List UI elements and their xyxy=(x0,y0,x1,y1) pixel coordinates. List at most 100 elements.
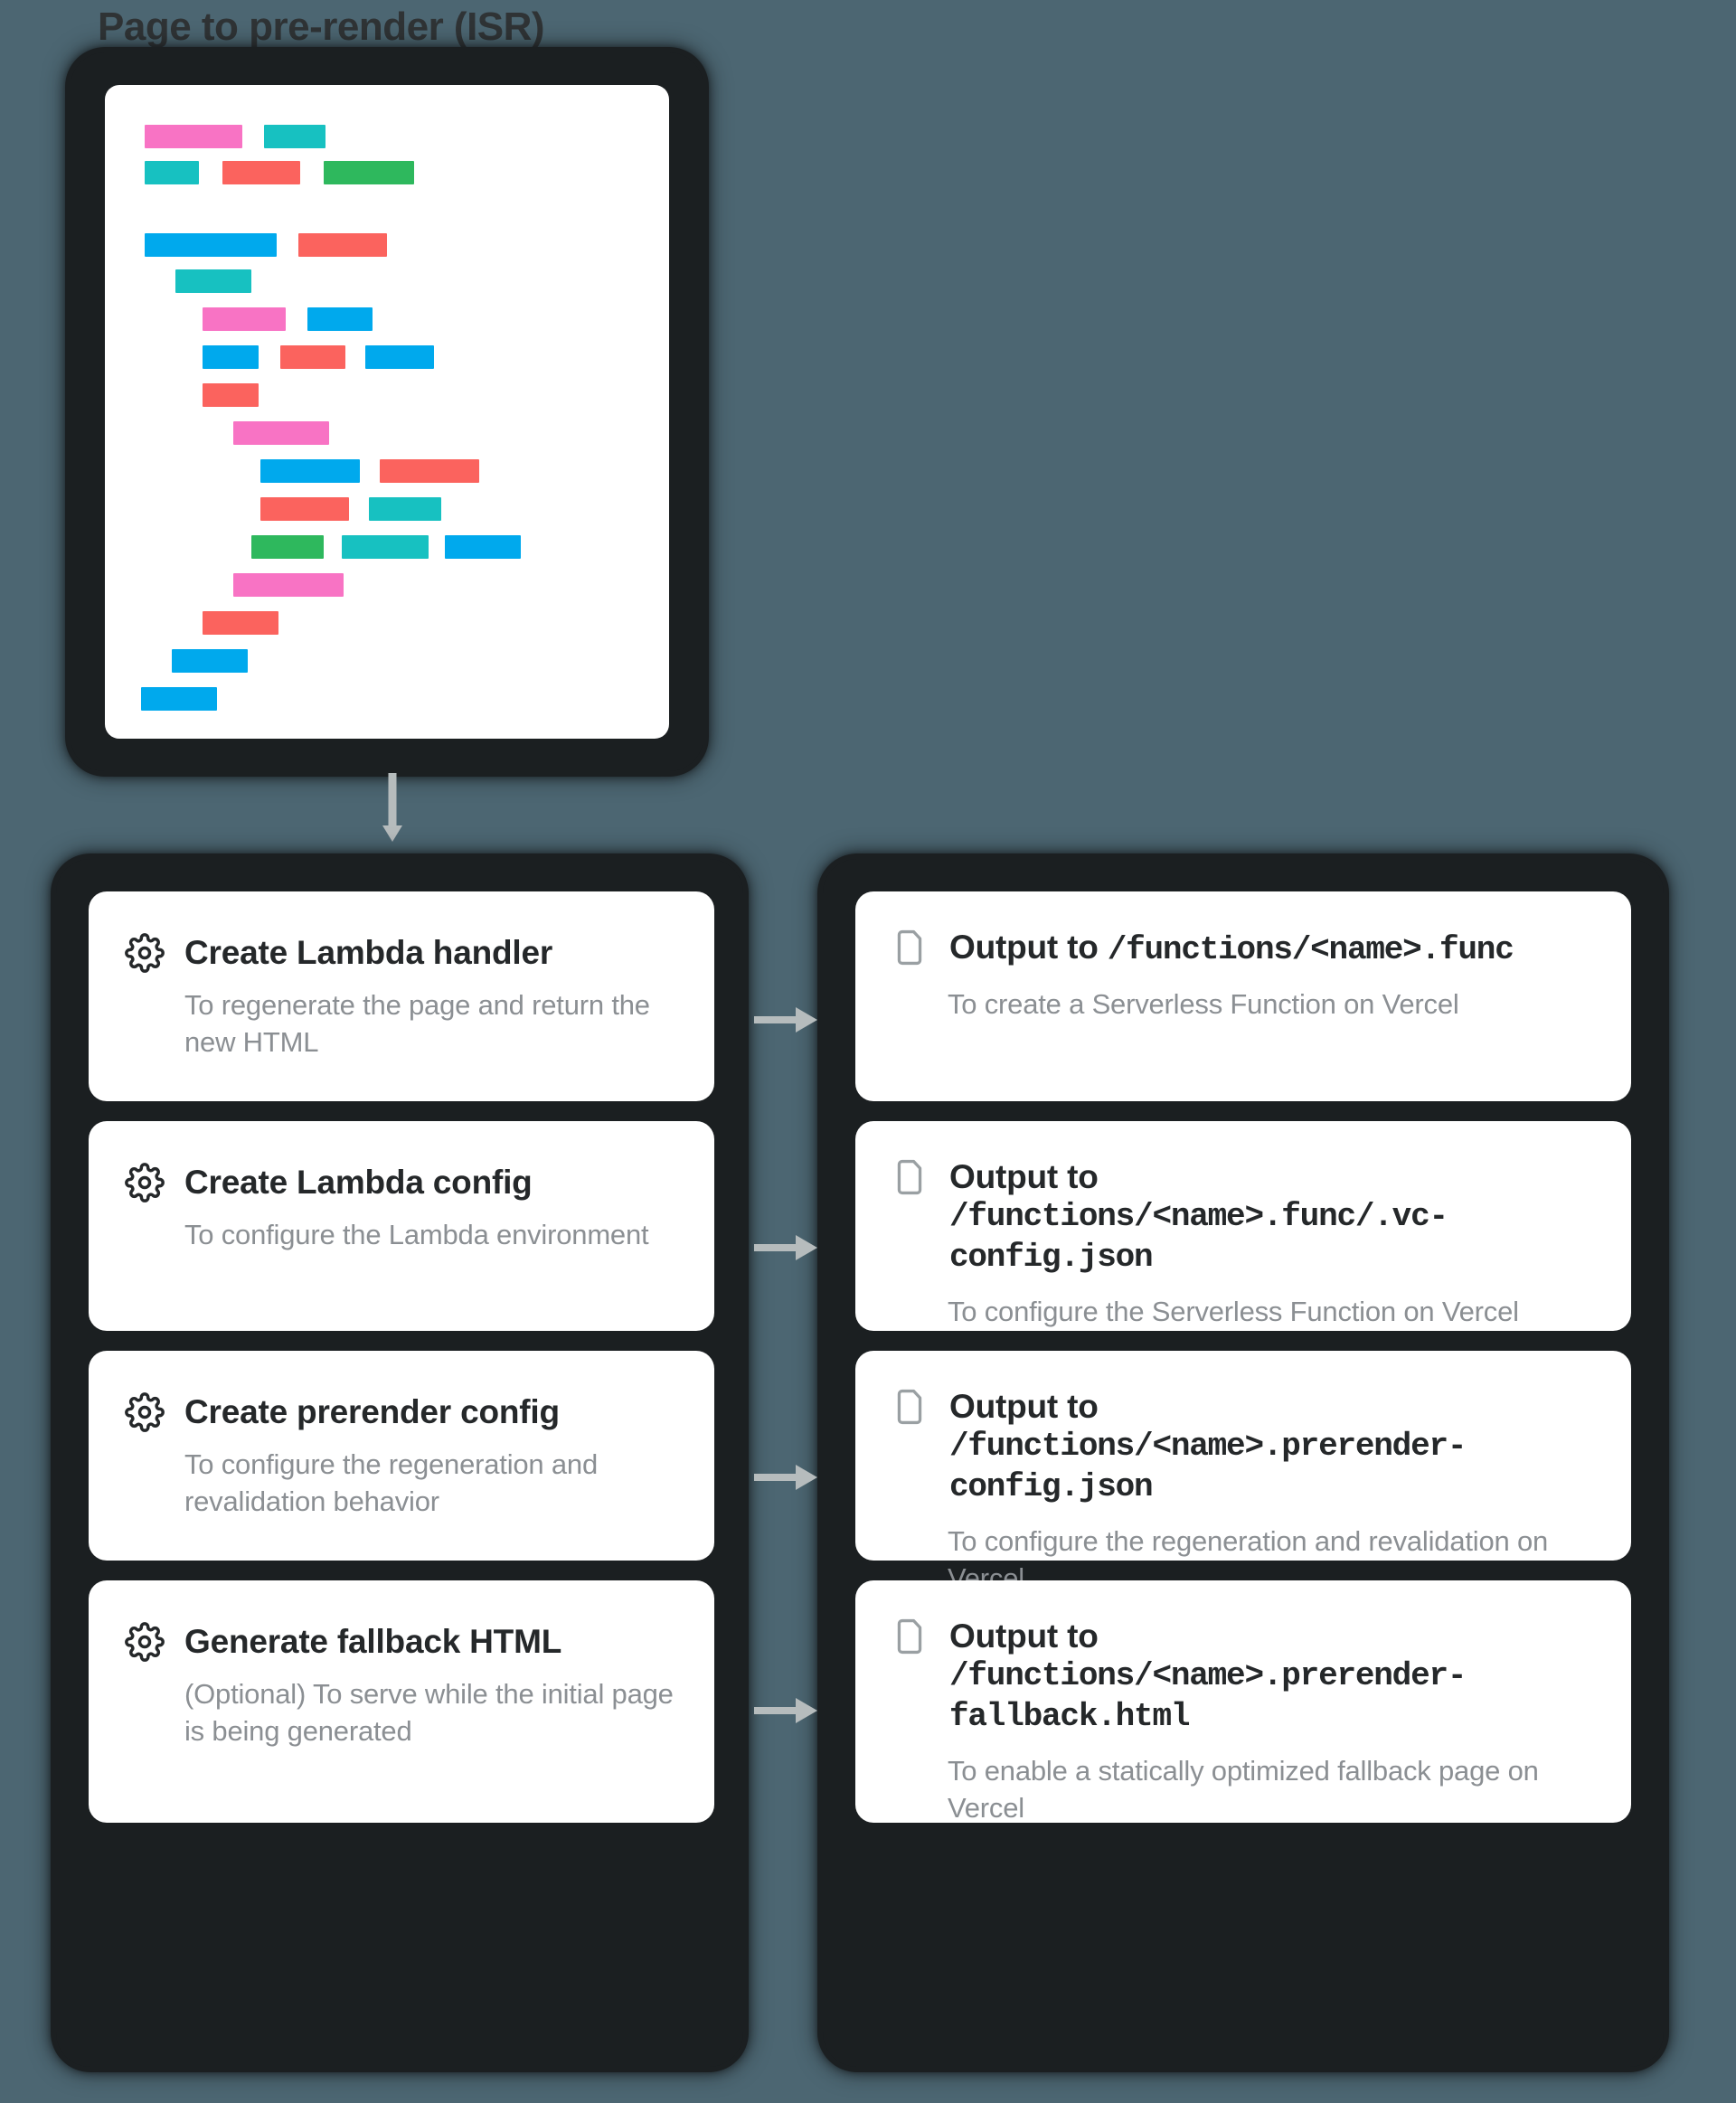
code-token-blue xyxy=(141,687,217,711)
output-description: To create a Serverless Function on Verce… xyxy=(948,988,1459,1021)
output-description: To configure the regeneration and revali… xyxy=(948,1525,1549,1594)
step-card[interactable]: Create Lambda handler To regenerate the … xyxy=(89,891,714,1101)
output-card[interactable]: Output to /functions/<name>.func To crea… xyxy=(855,891,1631,1101)
code-line xyxy=(260,459,479,483)
code-line xyxy=(172,649,248,673)
output-path: /functions/<name>.func xyxy=(1107,931,1514,968)
step-card[interactable]: Generate fallback HTML (Optional) To ser… xyxy=(89,1580,714,1823)
step-header: Create prerender config xyxy=(89,1351,714,1432)
output-path: /functions/<name>.func/.vc-config.json xyxy=(949,1198,1448,1276)
code-token-blue xyxy=(260,459,360,483)
code-token-blue xyxy=(203,345,259,369)
code-token-blue xyxy=(365,345,434,369)
code-line xyxy=(260,497,441,521)
code-token-blue xyxy=(145,233,277,257)
step-title: Generate fallback HTML xyxy=(184,1623,562,1660)
code-line xyxy=(203,611,278,635)
code-token-red xyxy=(222,161,300,184)
code-line xyxy=(145,161,414,184)
gear-icon xyxy=(125,1392,165,1432)
code-token-teal xyxy=(145,161,199,184)
step-card[interactable]: Create Lambda config To configure the La… xyxy=(89,1121,714,1331)
output-title: Output to /functions/<name>.prerender-co… xyxy=(949,1387,1600,1505)
file-icon xyxy=(890,928,929,967)
step-card[interactable]: Create prerender config To configure the… xyxy=(89,1351,714,1561)
gear-icon xyxy=(125,933,165,973)
output-card[interactable]: Output to /functions/<name>.prerender-fa… xyxy=(855,1580,1631,1824)
code-token-pink xyxy=(203,307,286,331)
file-icon xyxy=(890,1387,929,1427)
output-path: /functions/<name>.prerender-config.json xyxy=(949,1428,1467,1505)
code-line xyxy=(203,307,373,331)
code-token-teal xyxy=(369,497,441,521)
right-arrow xyxy=(752,1459,821,1495)
output-header: Output to /functions/<name>.prerender-fa… xyxy=(855,1580,1631,1735)
output-header: Output to /functions/<name>.func/.vc-con… xyxy=(855,1121,1631,1276)
code-line xyxy=(233,421,329,445)
step-description: To configure the regeneration and revali… xyxy=(184,1448,599,1517)
step-title: Create prerender config xyxy=(184,1393,560,1430)
code-gap xyxy=(349,497,369,521)
code-token-blue xyxy=(307,307,373,331)
code-line xyxy=(251,535,521,559)
output-card[interactable]: Output to /functions/<name>.func/.vc-con… xyxy=(855,1121,1631,1331)
gear-icon xyxy=(125,1622,165,1662)
code-token-red xyxy=(203,611,278,635)
code-gap xyxy=(277,233,298,257)
output-description: To enable a statically optimized fallbac… xyxy=(948,1755,1539,1824)
output-title: Output to /functions/<name>.prerender-fa… xyxy=(949,1617,1600,1735)
step-header: Create Lambda handler xyxy=(89,891,714,973)
step-header: Create Lambda config xyxy=(89,1121,714,1202)
page-title: Page to pre-render (ISR) xyxy=(98,5,545,49)
code-gap xyxy=(300,161,324,184)
code-token-red xyxy=(380,459,479,483)
output-path: /functions/<name>.prerender-fallback.htm… xyxy=(949,1657,1467,1735)
file-icon xyxy=(890,1617,929,1656)
code-token-red xyxy=(280,345,345,369)
code-token-red xyxy=(260,497,349,521)
code-line xyxy=(141,687,217,711)
output-card[interactable]: Output to /functions/<name>.prerender-co… xyxy=(855,1351,1631,1594)
code-gap xyxy=(429,535,445,559)
right-arrow xyxy=(752,1230,821,1266)
step-title: Create Lambda config xyxy=(184,1164,533,1201)
code-card-frame xyxy=(71,52,703,771)
code-token-pink xyxy=(233,421,329,445)
output-prefix: Output to xyxy=(949,1158,1099,1195)
code-token-red xyxy=(203,383,259,407)
code-token-blue xyxy=(172,649,248,673)
code-gap xyxy=(199,161,222,184)
output-prefix: Output to xyxy=(949,1617,1099,1655)
code-token-green xyxy=(324,161,414,184)
code-token-red xyxy=(298,233,387,257)
output-title: Output to /functions/<name>.func/.vc-con… xyxy=(949,1157,1600,1276)
code-line xyxy=(175,269,251,293)
output-prefix: Output to xyxy=(949,929,1108,966)
step-title: Create Lambda handler xyxy=(184,934,553,971)
code-token-blue xyxy=(445,535,521,559)
code-gap xyxy=(259,345,280,369)
output-header: Output to /functions/<name>.func xyxy=(855,891,1631,968)
code-token-green xyxy=(251,535,324,559)
step-description: To configure the Lambda environment xyxy=(184,1219,649,1250)
output-description: To configure the Serverless Function on … xyxy=(948,1296,1519,1328)
right-arrow xyxy=(752,1693,821,1729)
code-token-teal xyxy=(175,269,251,293)
code-gap xyxy=(324,535,342,559)
right-arrow xyxy=(752,1002,821,1038)
code-token-pink xyxy=(145,125,242,148)
code-line xyxy=(145,125,326,148)
code-gap xyxy=(360,459,380,483)
code-gap xyxy=(345,345,365,369)
code-token-teal xyxy=(264,125,326,148)
code-line xyxy=(233,573,344,597)
output-title: Output to /functions/<name>.func xyxy=(949,928,1514,968)
gear-icon xyxy=(125,1163,165,1202)
down-arrow xyxy=(382,773,403,856)
file-icon xyxy=(890,1157,929,1197)
pre-render-source-code xyxy=(105,85,669,739)
code-line xyxy=(203,383,259,407)
code-line xyxy=(145,233,387,257)
steps-column-frame: Create Lambda handler To regenerate the … xyxy=(56,859,743,2067)
